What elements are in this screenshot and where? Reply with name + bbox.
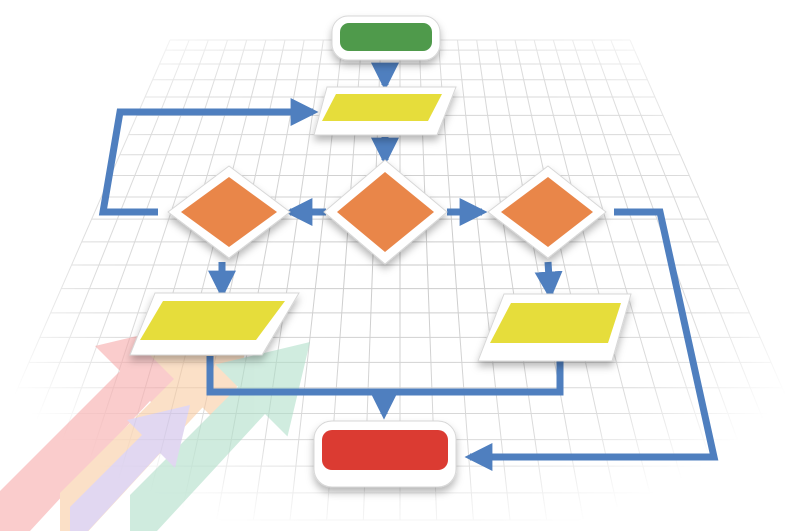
connector-left-loop-back [98,98,319,216]
process-top [313,86,457,136]
watermark-arrow [70,405,190,531]
start-terminator [331,15,441,61]
rising-arrows-icon [0,321,310,531]
connector-process-left-down [206,356,384,396]
watermark-arrow [0,321,200,531]
process-left [129,292,300,356]
connector-process-right-down [384,361,564,396]
connector-right-decision-to-end [464,208,719,471]
decision-center [323,159,448,265]
connectors [98,62,719,471]
decision-right [487,165,607,259]
nodes [129,15,632,488]
end-terminator [313,420,457,488]
decision-left [167,165,291,259]
connector-right-decision-to-process [534,261,563,300]
process-right [477,293,632,362]
